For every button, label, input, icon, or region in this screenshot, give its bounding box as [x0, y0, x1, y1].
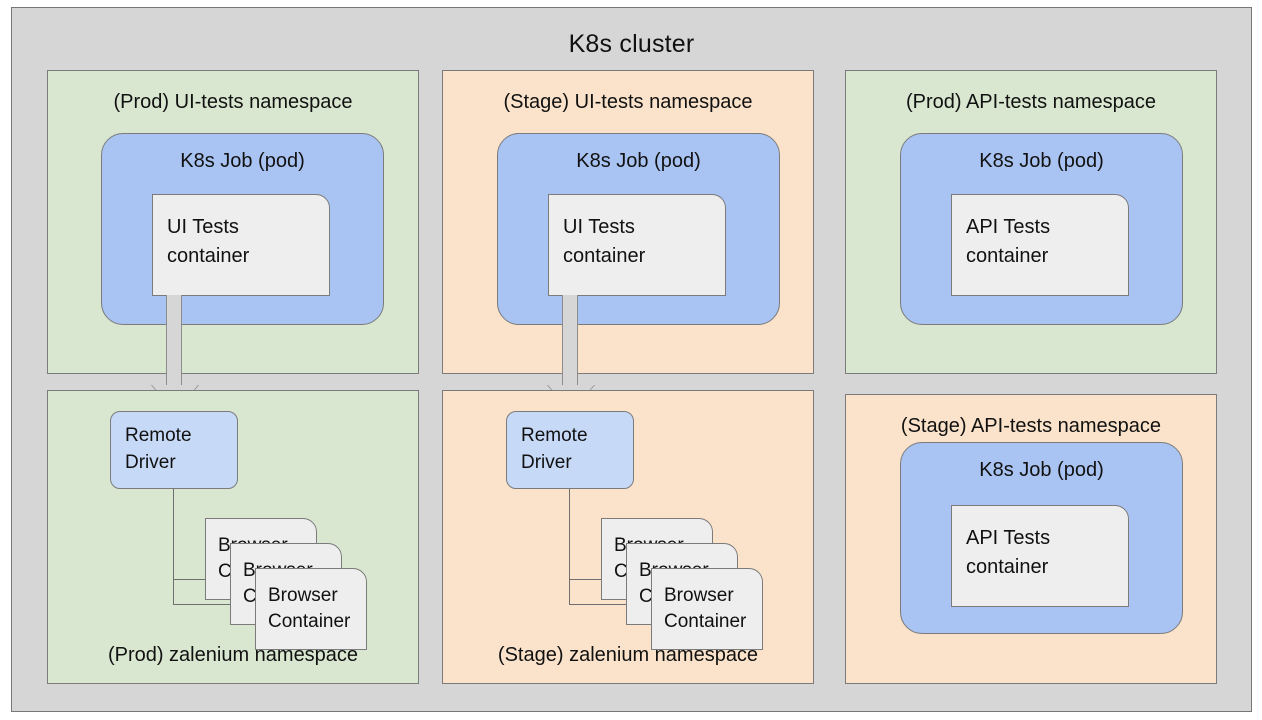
pod-label-stage-ui-tests: K8s Job (pod): [576, 150, 701, 172]
container-line-1: API Tests: [966, 527, 1051, 549]
namespace-title-stage-api-tests: (Stage) API-tests namespace: [900, 415, 1162, 437]
container-ui-tests-prod: UI Tests container: [152, 194, 330, 296]
remote-driver-stage: Remote Driver: [506, 411, 634, 489]
remote-driver-line-2: Driver: [125, 451, 176, 473]
browser-container-stage-3: Browser Container: [651, 568, 763, 650]
container-line-1: API Tests: [966, 216, 1051, 238]
container-line-1: UI Tests: [167, 216, 239, 238]
connector-prod-vertical: [173, 489, 174, 605]
browser-line-2: Container: [268, 610, 351, 632]
container-api-tests-prod: API Tests container: [951, 194, 1129, 296]
cluster-title: K8s cluster: [568, 30, 695, 58]
container-line-2: container: [966, 245, 1049, 267]
browser-container-prod-3: Browser Container: [255, 568, 367, 650]
remote-driver-line-1: Remote: [521, 425, 588, 446]
pod-label-stage-api-tests: K8s Job (pod): [979, 459, 1104, 481]
container-api-tests-stage: API Tests container: [951, 505, 1129, 607]
remote-driver-line-2: Driver: [521, 451, 572, 473]
connector-stage-branch-1: [569, 579, 616, 580]
connector-stage-branch-2: [569, 604, 641, 605]
connector-stage-vertical: [569, 489, 570, 605]
namespace-title-stage-ui-tests: (Stage) UI-tests namespace: [503, 91, 753, 113]
container-ui-tests-stage: UI Tests container: [548, 194, 726, 296]
pod-label-prod-ui-tests: K8s Job (pod): [180, 150, 305, 172]
container-line-1: UI Tests: [563, 216, 635, 238]
arrow-shaft: [166, 295, 182, 387]
arrow-shaft: [562, 295, 578, 387]
container-line-2: container: [563, 245, 646, 267]
remote-driver-line-1: Remote: [125, 425, 192, 446]
connector-prod-branch-1: [173, 579, 220, 580]
connector-prod-branch-2: [173, 604, 245, 605]
browser-line-2: Container: [664, 610, 747, 632]
browser-line-1: Browser: [664, 585, 734, 606]
pod-label-prod-api-tests: K8s Job (pod): [979, 150, 1104, 172]
container-line-2: container: [966, 556, 1049, 578]
namespace-title-prod-ui-tests: (Prod) UI-tests namespace: [113, 91, 353, 113]
namespace-title-prod-api-tests: (Prod) API-tests namespace: [905, 91, 1157, 113]
container-line-2: container: [167, 245, 250, 267]
browser-line-1: Browser: [268, 585, 338, 606]
remote-driver-prod: Remote Driver: [110, 411, 238, 489]
